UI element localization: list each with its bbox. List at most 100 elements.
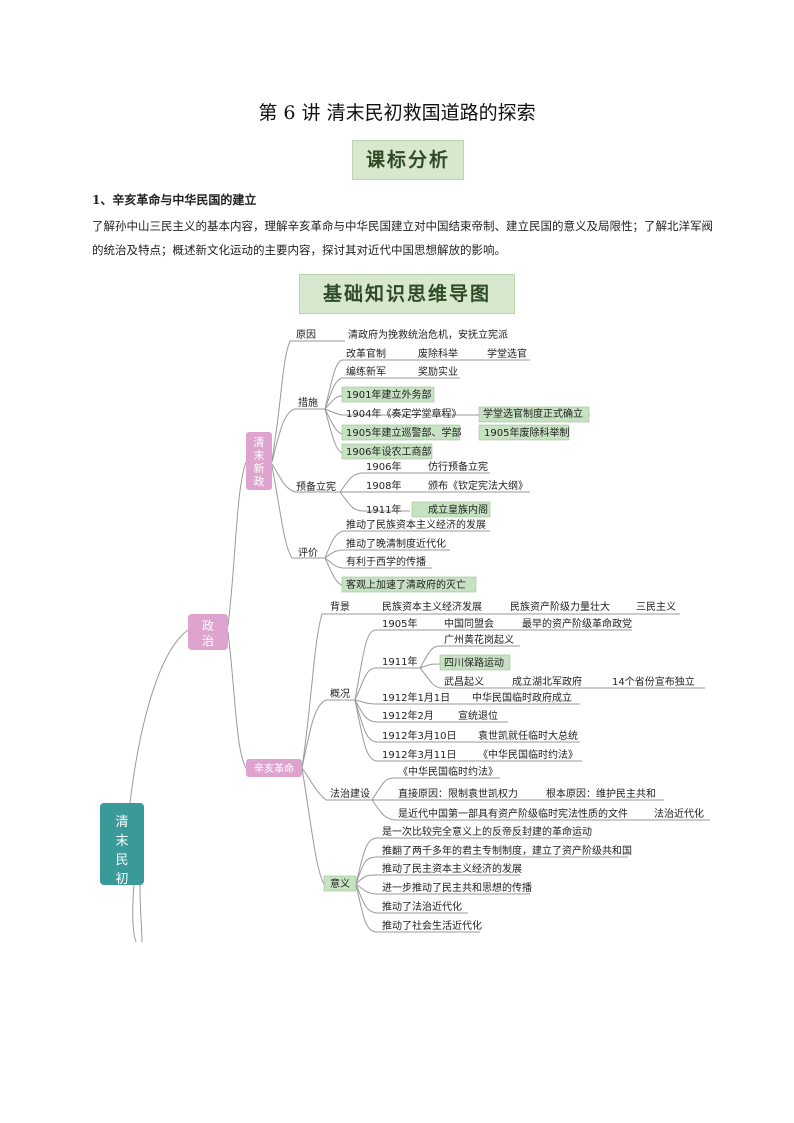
root-tail-line-2 [139, 884, 143, 943]
o1905-desc: 最早的资产阶级革命政党 [522, 617, 632, 630]
law1-b: 根本原因：维护民主共和 [546, 787, 656, 800]
law2-b: 法治近代化 [654, 807, 704, 820]
s2-line [355, 856, 628, 885]
page-title: 第 6 讲 清末民初救国道路的探索 [258, 102, 536, 124]
m1-c: 学堂选官 [487, 347, 527, 360]
m3-highlight [341, 386, 435, 403]
syllabus-analysis-banner: 课标分析 [352, 140, 464, 180]
bg-label: 背景 [330, 600, 350, 613]
section-paragraph: 了解孙中山三民主义的基本内容，理解辛亥革命与中华民国建立对中国结束帝制、建立民国… [92, 219, 713, 257]
politics-to-qingmo-line [227, 461, 247, 627]
m4-line [324, 408, 590, 416]
e2: 推动了晚清制度近代化 [346, 537, 446, 550]
s6-line [355, 883, 480, 933]
law-label: 法治建设 [330, 787, 370, 800]
politics-node [188, 614, 228, 650]
e1: 推动了民族资本主义经济的发展 [346, 518, 486, 531]
law2-line [371, 799, 710, 821]
o1905-year: 1905年 [382, 617, 417, 630]
mindmap-banner: 基础知识思维导图 [299, 274, 515, 314]
s1: 是一次比较完全意义上的反帝反封建的革命运动 [382, 825, 592, 838]
sig-line [301, 767, 356, 885]
e2-line [324, 549, 450, 559]
o1911-b: 四川保路运动 [444, 656, 504, 669]
m5-a: 1905年建立巡警部、学部 [346, 426, 461, 439]
eval-label: 评价 [298, 547, 318, 559]
o1912a-text: 中华民国临时政府成立 [472, 691, 572, 704]
m3-line [324, 395, 343, 410]
politics-to-xinhai-line [227, 631, 247, 769]
o1911-e: 14个省份宣布独立 [612, 675, 695, 688]
s5-line [355, 883, 468, 914]
o1911-line [354, 667, 420, 701]
qingmo-char-1: 清 [254, 436, 265, 449]
s4: 进一步推动了民主共和思想的传播 [382, 881, 532, 894]
s4-line [355, 883, 530, 895]
root-node [100, 803, 144, 885]
e4: 客观上加速了清政府的灭亡 [346, 578, 466, 591]
qingmo-node [246, 432, 272, 490]
root-char-1: 清 [115, 815, 128, 830]
root-char-2: 末 [115, 834, 128, 849]
p3-year: 1911年 [366, 503, 401, 516]
root-tail-line [132, 884, 137, 943]
o1911-d: 成立湖北军政府 [512, 675, 582, 688]
sig-highlight [323, 875, 357, 892]
m2-line [324, 377, 460, 410]
o1911a-line [419, 645, 520, 669]
sig-label: 意义 [330, 877, 350, 890]
o1912a-date: 1912年1月1日 [382, 691, 450, 704]
o1911-year: 1911年 [382, 655, 417, 668]
o1912b-line [354, 699, 508, 723]
xinhai-node [246, 759, 302, 777]
law1-a: 直接原因：限制袁世凯权力 [398, 787, 518, 800]
overview-label: 概况 [330, 687, 350, 700]
m1-a: 改革官制 [346, 347, 386, 360]
m2-a: 编练新军 [346, 365, 386, 378]
p2-year: 1908年 [366, 479, 401, 492]
bg-b: 民族资产阶级力量壮大 [510, 600, 610, 613]
law-title: 《中华民国临时约法》 [398, 765, 498, 778]
overview-line [301, 699, 355, 769]
s3-line [355, 874, 520, 885]
law-title-line [371, 777, 500, 801]
o1911b-line [419, 663, 441, 669]
m5-line [324, 408, 343, 435]
o1911b-highlight [439, 654, 511, 671]
m5-b: 1905年废除科举制 [484, 426, 569, 439]
p3-line [339, 491, 410, 512]
measures-line [271, 408, 325, 463]
o1911c-line [419, 667, 705, 689]
bg-line [301, 613, 680, 769]
m4-a: 1904年《奏定学堂章程》 [346, 407, 461, 420]
o1912d-text: 《中华民国临时约法》 [478, 748, 578, 761]
e1-line [324, 530, 490, 559]
m4b-highlight [478, 406, 590, 423]
m6-highlight [341, 443, 433, 460]
cause-line [271, 340, 345, 461]
e4-highlight [341, 576, 477, 593]
p3-text: 成立皇族内阁 [428, 503, 488, 516]
o1905-line [354, 629, 632, 701]
s3: 推动了民主资本主义经济的发展 [382, 862, 522, 875]
bg-c: 三民主义 [636, 601, 676, 613]
qingmo-char-4: 政 [254, 474, 265, 488]
m5a-highlight [341, 424, 461, 441]
s1-line [355, 837, 590, 885]
eval-line [271, 465, 325, 559]
o1911-c: 武昌起义 [444, 675, 484, 688]
prep-label: 预备立宪 [296, 480, 336, 493]
e4-line [324, 557, 345, 587]
p1-text: 仿行预备立宪 [428, 460, 488, 473]
s6: 推动了社会生活近代化 [382, 919, 482, 932]
m4-b: 学堂选官制度正式确立 [483, 407, 583, 420]
root-char-3: 民 [115, 853, 128, 868]
o1912b-text: 宣统退位 [458, 709, 498, 722]
xinhai-label: 辛亥革命 [254, 762, 294, 775]
m5b-highlight [478, 424, 570, 441]
politics-char-2: 治 [202, 634, 214, 648]
e3: 有利于西学的传播 [346, 555, 426, 568]
s2: 推翻了两千多年的君主专制制度，建立了资产阶级共和国 [382, 844, 632, 857]
root-char-4: 初 [115, 872, 128, 887]
